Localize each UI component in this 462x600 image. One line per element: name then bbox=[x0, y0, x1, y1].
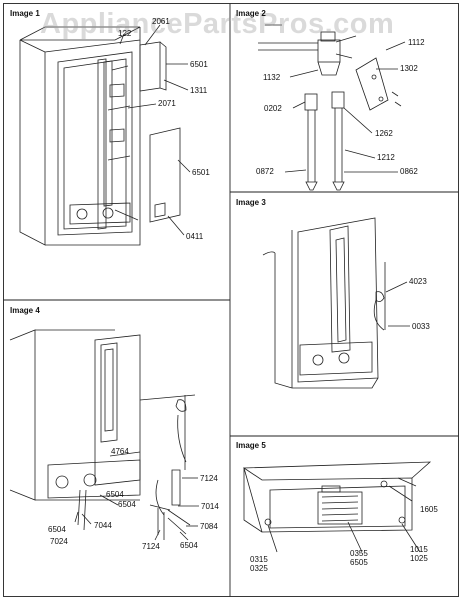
image1-cabinet-drawing bbox=[19, 24, 191, 246]
image4-harness-drawing bbox=[9, 329, 199, 541]
callout-0862: 0862 bbox=[400, 167, 418, 176]
callout-4023: 4023 bbox=[409, 277, 427, 286]
callout-7024: 7024 bbox=[50, 537, 68, 546]
callout-1015-1025: 1015 1025 bbox=[410, 545, 428, 563]
callout-1212: 1212 bbox=[377, 153, 395, 162]
callout-7014: 7014 bbox=[201, 502, 219, 511]
callout-6501-top: 6501 bbox=[190, 60, 208, 69]
callout-0355-6505: 0355 6505 bbox=[350, 549, 368, 567]
callout-6504-a: 6504 bbox=[118, 500, 136, 509]
callout-1605: 1605 bbox=[420, 505, 438, 514]
callout-6504-c: 6504 bbox=[180, 541, 198, 550]
callout-2061: 2061 bbox=[152, 17, 170, 26]
callout-6504-d: 6504 bbox=[106, 490, 124, 499]
callout-1302: 1302 bbox=[400, 64, 418, 73]
callout-7084: 7084 bbox=[200, 522, 218, 531]
callout-122: 122 bbox=[118, 29, 132, 38]
callout-0315-0325: 0315 0325 bbox=[250, 555, 268, 573]
panel-title-image-1: Image 1 bbox=[10, 9, 40, 18]
callout-6504-b: 6504 bbox=[48, 525, 66, 534]
panel-title-image-3: Image 3 bbox=[236, 198, 266, 207]
callout-7044: 7044 bbox=[94, 521, 112, 530]
callout-4764: 4764 bbox=[111, 447, 129, 456]
image2-valve-drawing bbox=[258, 24, 406, 191]
panel-title-image-2: Image 2 bbox=[236, 9, 266, 18]
callout-0033: 0033 bbox=[412, 322, 430, 331]
callout-6501-bottom: 6501 bbox=[192, 168, 210, 177]
callout-1311: 1311 bbox=[190, 86, 208, 95]
panel-title-image-5: Image 5 bbox=[236, 441, 266, 450]
callout-7124-bottom: 7124 bbox=[142, 542, 160, 551]
callout-0411: 0411 bbox=[186, 232, 204, 241]
callout-0202: 0202 bbox=[264, 104, 282, 113]
callout-7124-right: 7124 bbox=[200, 474, 218, 483]
watermark: AppliancePartsPros.com bbox=[40, 8, 395, 40]
image5-base-drawing bbox=[243, 461, 432, 553]
callout-1112: 1112 bbox=[408, 38, 425, 47]
image3-wiring-drawing bbox=[262, 217, 410, 389]
panel-title-image-4: Image 4 bbox=[10, 306, 40, 315]
callout-0872: 0872 bbox=[256, 167, 274, 176]
callout-2071: 2071 bbox=[158, 99, 176, 108]
callout-1262: 1262 bbox=[375, 129, 393, 138]
callout-1132: 1132 bbox=[263, 73, 281, 82]
